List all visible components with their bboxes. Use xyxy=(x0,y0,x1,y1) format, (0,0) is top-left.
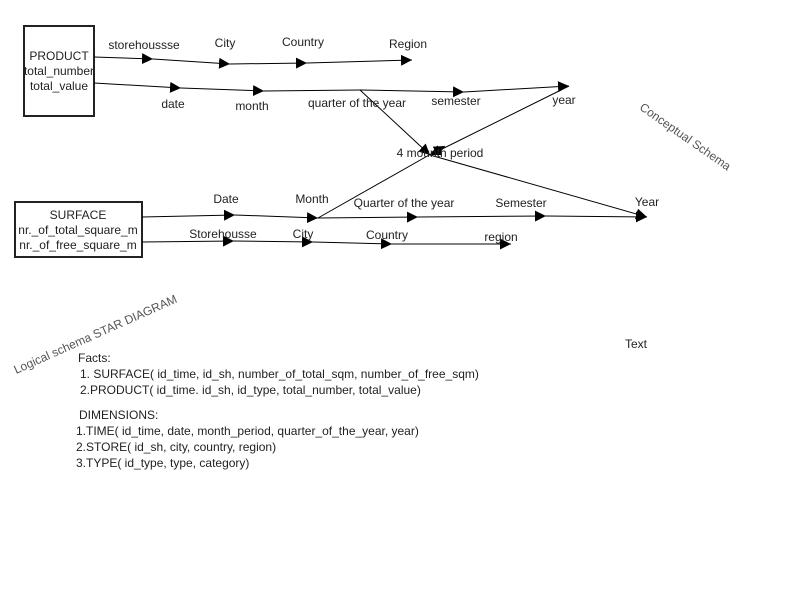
edge-quarter-four-month[interactable] xyxy=(359,89,431,156)
edge-city-country[interactable] xyxy=(229,57,308,69)
product-location-edges xyxy=(93,53,413,69)
surface-entity-title: SURFACE xyxy=(50,208,107,222)
label-surface-storehouse: Storehousse xyxy=(189,227,257,241)
product-entity-box xyxy=(23,25,95,117)
product-entity-title: PRODUCT xyxy=(29,49,89,63)
edge-surface-storehouse[interactable] xyxy=(141,235,235,247)
dimension-type: 3.TYPE( id_type, type, category) xyxy=(76,456,250,470)
label-surface-month: Month xyxy=(295,192,328,206)
dimensions-section: DIMENSIONS: 1.TIME( id_time, date, month… xyxy=(76,407,419,471)
surface-entity-box xyxy=(14,201,143,258)
product-attr-total-number: total_number xyxy=(24,64,94,78)
surface-location-edges xyxy=(141,235,511,250)
edge-date-month[interactable] xyxy=(180,85,265,97)
dimension-store: 2.STORE( id_sh, city, country, region) xyxy=(76,440,277,454)
edge-product-date[interactable] xyxy=(93,81,182,93)
label-product-date: date xyxy=(161,97,185,111)
edge-month-four-month[interactable] xyxy=(317,145,446,219)
surface-entity[interactable]: SURFACE nr._of_total_square_m nr._of_fre… xyxy=(14,201,143,258)
dimension-time: 1.TIME( id_time, date, month_period, qua… xyxy=(76,424,419,438)
label-four-month-period[interactable]: 4 mounth period xyxy=(397,146,484,160)
edge-four-month-year[interactable] xyxy=(429,154,648,220)
label-product-city: City xyxy=(215,36,236,50)
edge-month-quarter-surface[interactable] xyxy=(317,211,419,223)
edge-year-four-month[interactable] xyxy=(429,85,570,156)
product-time-edges xyxy=(93,81,570,156)
label-surface-date: Date xyxy=(213,192,239,206)
label-surface-year: Year xyxy=(635,195,659,209)
edge-quarter-semester-surface[interactable] xyxy=(417,210,547,222)
edge-surface-date[interactable] xyxy=(141,209,236,221)
fact-product: 2.PRODUCT( id_time. id_sh, id_type, tota… xyxy=(80,383,421,397)
label-product-storehouse: storehoussse xyxy=(108,38,180,52)
edge-product-storehouse[interactable] xyxy=(93,53,154,65)
edge-country-region[interactable] xyxy=(306,54,413,66)
surface-attr-free-sqm: nr._of_free_square_m xyxy=(19,238,136,252)
label-surface-quarter: Quarter of the year xyxy=(354,196,455,210)
label-surface-country: Country xyxy=(366,228,408,242)
edge-storehouse-city[interactable] xyxy=(152,57,231,69)
label-surface-semester: Semester xyxy=(495,196,546,210)
product-attr-total-value: total_value xyxy=(30,79,88,93)
label-product-month: month xyxy=(235,99,268,113)
facts-section: Facts: 1. SURFACE( id_time, id_sh, numbe… xyxy=(78,350,479,398)
product-entity[interactable]: PRODUCT total_number total_value xyxy=(23,25,95,117)
fact-surface: 1. SURFACE( id_time, id_sh, number_of_to… xyxy=(80,367,479,381)
surface-attr-total-sqm: nr._of_total_square_m xyxy=(18,223,137,237)
label-surface-city: City xyxy=(293,227,314,241)
label-product-semester: semester xyxy=(431,94,480,108)
label-conceptual-schema: Conceptual Schema xyxy=(637,100,734,174)
edge-semester-year[interactable] xyxy=(463,81,570,93)
edge-month-junction[interactable] xyxy=(263,89,361,92)
surface-time-edges xyxy=(141,145,648,224)
label-product-year: year xyxy=(552,93,575,107)
label-product-country: Country xyxy=(282,35,324,49)
edge-storehouse-city-surface[interactable] xyxy=(233,236,314,248)
label-product-region: Region xyxy=(389,37,427,51)
facts-heading: Facts: xyxy=(78,351,111,365)
edge-date-month-surface[interactable] xyxy=(234,212,319,224)
label-surface-region: region xyxy=(484,230,517,244)
edge-semester-year-surface[interactable] xyxy=(545,211,648,223)
label-text: Text xyxy=(625,337,648,351)
edge-city-country-surface[interactable] xyxy=(312,238,393,250)
label-product-quarter: quarter of the year xyxy=(308,96,406,110)
edge-quarter-semester[interactable] xyxy=(359,86,465,98)
dimensions-heading: DIMENSIONS: xyxy=(79,408,159,422)
